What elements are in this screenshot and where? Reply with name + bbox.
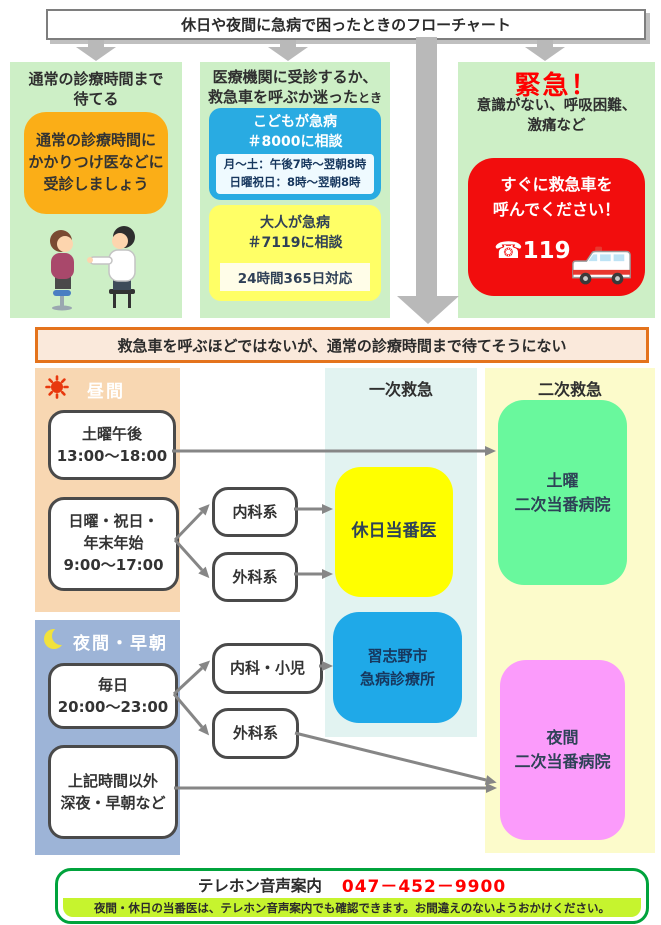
holiday-box: 日曜・祝日・ 年末年始 9:00～17:00 — [48, 497, 179, 591]
child-emergency-title: こどもが急病 ＃8000に相談 — [247, 114, 343, 150]
big-down-arrow — [397, 37, 459, 324]
saturday-hospital-box: 土曜 二次当番病院 — [498, 400, 627, 585]
moon-icon — [44, 627, 69, 649]
phone-number: 047－452－9900 — [341, 877, 507, 897]
advice-box: 通常の診療時間に かかりつけ医などに 受診しましょう — [24, 112, 168, 214]
child-emergency-box: こどもが急病 ＃8000に相談 月～土：午後7時～翌朝8時 日曜祝日：8時～翌朝… — [209, 108, 381, 200]
sun-icon — [45, 375, 69, 399]
daytime-internal-medicine-box: 内科系 — [212, 487, 298, 537]
child-emergency-hours: 月～土：午後7時～翌朝8時 日曜祝日：8時～翌朝8時 — [216, 154, 374, 194]
secondary-care-header: 二次救急 — [537, 380, 602, 399]
night-surgery-box: 外科系 — [212, 708, 299, 759]
triage-banner: 救急車を呼ぶほどではないが、通常の診療時間まで待てそうにない — [35, 327, 649, 363]
emergency-symptoms: 意識がない、呼吸困難、 激痛など — [476, 98, 637, 134]
consult-header-line2: 救急車を呼ぶか迷ったとき — [207, 87, 383, 106]
consult-header-line1: 医療機関に受診するか、 — [212, 68, 378, 86]
consult-column-header: 医療機関に受診するか、 救急車を呼ぶか迷ったとき — [200, 68, 390, 107]
phone-info-box: テレホン音声案内 047－452－9900 夜間・休日の当番医は、テレホン音声案… — [55, 868, 649, 924]
page-title: 休日や夜間に急病で困ったときのフローチャート — [46, 9, 646, 40]
night-hospital-box: 夜間 二次当番病院 — [500, 660, 625, 840]
down-arrow-wait — [76, 40, 116, 61]
emergency-call-text: すぐに救急車を 呼んでください！ — [492, 175, 621, 219]
phone-row: テレホン音声案内 047－452－9900 — [58, 872, 646, 898]
everyday-night-box: 毎日 20:00～23:00 — [48, 663, 178, 729]
daytime-surgery-box: 外科系 — [212, 552, 298, 602]
emergency-header: 緊急！ — [514, 71, 599, 101]
wait-column-header: 通常の診療時間まで 待てる — [28, 70, 164, 108]
adult-emergency-box: 大人が急病 ＃7119に相談 24時間365日対応 — [209, 205, 381, 301]
saturday-afternoon-box: 土曜午後 13:00～18:00 — [48, 410, 176, 480]
wait-column: 通常の診療時間まで 待てる 通常の診療時間に かかりつけ医などに 受診しましょう — [10, 62, 182, 318]
phone-label: テレホン音声案内 — [197, 876, 322, 895]
night-label: 夜間・早朝 — [73, 634, 168, 654]
emergency-column: 緊急！ 意識がない、呼吸困難、 激痛など すぐに救急車を 呼んでください！ ☎1… — [458, 62, 655, 318]
consult-column: 医療機関に受診するか、 救急車を呼ぶか迷ったとき こどもが急病 ＃8000に相談… — [200, 62, 390, 318]
down-arrow-emergency — [525, 40, 565, 61]
holiday-doctor-box: 休日当番医 — [335, 467, 453, 597]
night-internal-pediatrics-box: 内科・小児 — [212, 643, 323, 694]
daytime-label: 昼間 — [87, 382, 125, 402]
ambulance-icon — [572, 246, 631, 285]
doctor-patient-illustration — [50, 226, 136, 311]
emergency-call-box: すぐに救急車を 呼んでください！ ☎119 — [468, 158, 645, 296]
phone-note: 夜間・休日の当番医は、テレホン音声案内でも確認できます。お間違えのないようおかけ… — [63, 898, 641, 917]
narashino-clinic-box: 習志野市 急病診療所 — [333, 612, 462, 723]
consult-header-suffix: とき — [358, 90, 383, 105]
primary-care-header: 一次救急 — [368, 380, 433, 399]
late-night-box: 上記時間以外 深夜・早朝など — [48, 745, 178, 839]
emergency-number: ☎119 — [494, 238, 571, 264]
adult-emergency-title: 大人が急病 ＃7119に相談 — [247, 215, 343, 252]
down-arrow-consult — [268, 40, 308, 61]
adult-emergency-hours: 24時間365日対応 — [220, 263, 370, 291]
